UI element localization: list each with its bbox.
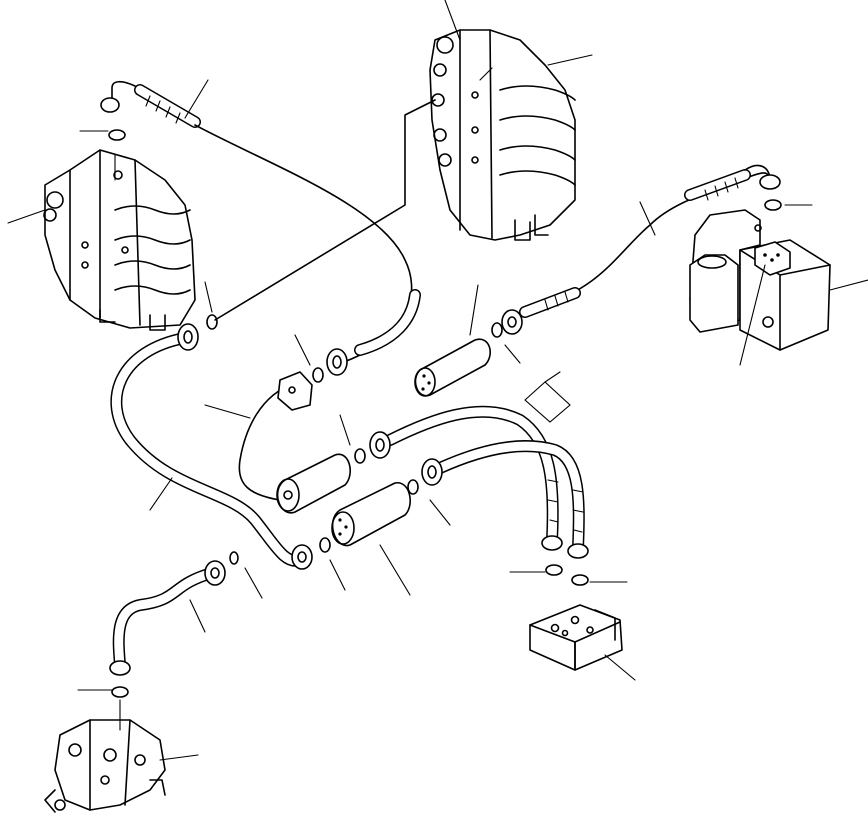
pilot-valve-block-right [689,209,831,351]
o-rings [108,129,782,698]
junction-block [529,604,623,671]
flanges [100,97,781,676]
main-control-valve-left [43,149,196,331]
main-control-valve-top [429,29,576,241]
hydraulic-hoses [110,80,771,671]
leader-lines [7,0,868,761]
pump-bottom-left [44,719,166,813]
hose-protectors [145,95,739,547]
